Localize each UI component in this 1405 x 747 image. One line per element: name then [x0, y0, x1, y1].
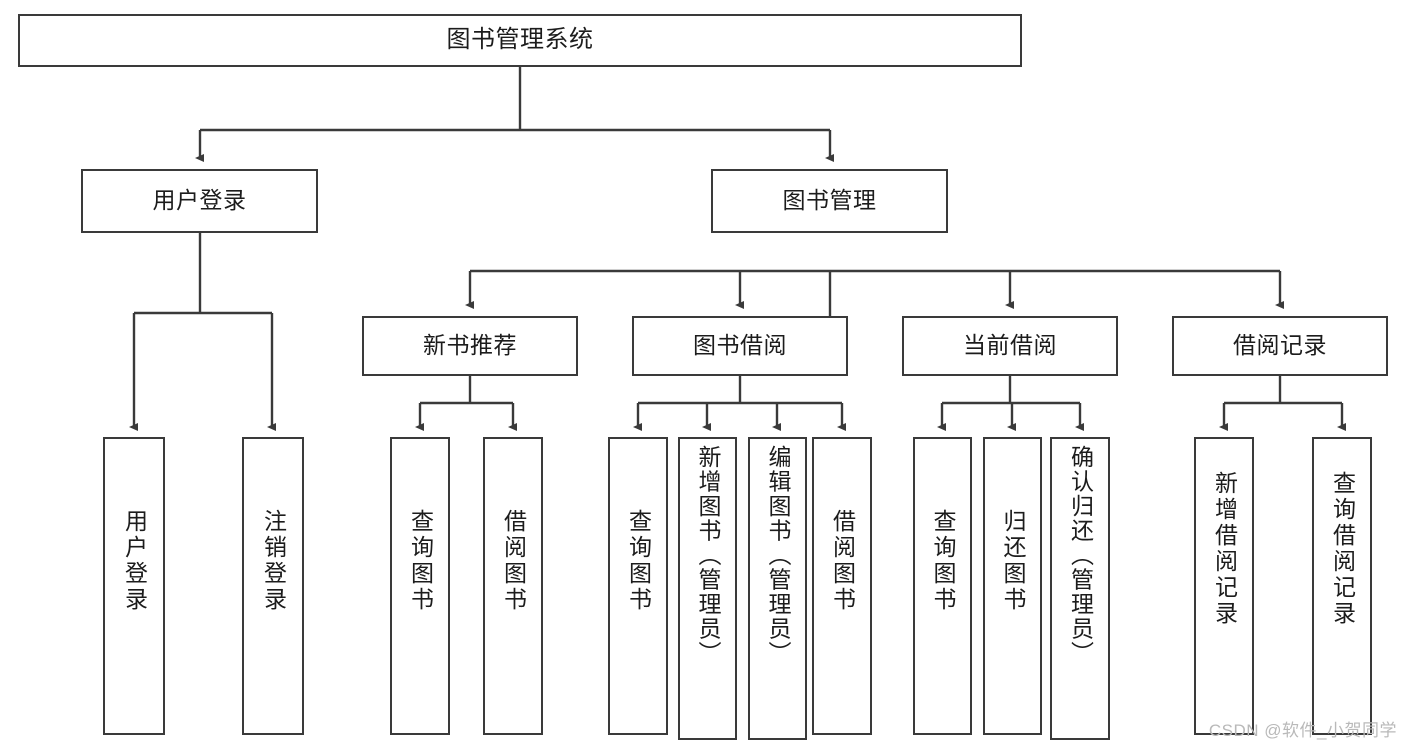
node-leaf-add-record[interactable]: 新增借阅记录 — [1194, 437, 1254, 735]
node-leaf-return-book-label: 归还图书 — [1000, 509, 1026, 613]
node-leaf-query-book-3[interactable]: 查询图书 — [913, 437, 972, 735]
node-leaf-query-record-label: 查询借阅记录 — [1329, 471, 1356, 627]
node-book-borrow[interactable]: 图书借阅 — [632, 316, 848, 376]
node-book-manage-label: 图书管理 — [782, 187, 877, 214]
node-book-borrow-label: 图书借阅 — [693, 332, 787, 359]
node-leaf-query-book-2[interactable]: 查询图书 — [608, 437, 668, 735]
node-leaf-borrow-book-2-label: 借阅图书 — [829, 509, 856, 613]
node-borrow-record[interactable]: 借阅记录 — [1172, 316, 1388, 376]
node-leaf-add-book[interactable]: 新增图书（管理员） — [678, 437, 737, 740]
node-leaf-borrow-book-1[interactable]: 借阅图书 — [483, 437, 543, 735]
node-leaf-query-record[interactable]: 查询借阅记录 — [1312, 437, 1372, 735]
node-leaf-edit-book[interactable]: 编辑图书（管理员） — [748, 437, 807, 740]
node-new-book-recommend-label: 新书推荐 — [423, 332, 517, 359]
node-current-borrow-label: 当前借阅 — [963, 332, 1057, 359]
node-leaf-borrow-book-2[interactable]: 借阅图书 — [812, 437, 872, 735]
node-user-login[interactable]: 用户登录 — [81, 169, 318, 233]
node-leaf-edit-book-label: 编辑图书（管理员） — [765, 445, 791, 666]
node-leaf-user-login-label: 用户登录 — [121, 509, 148, 613]
node-leaf-user-login[interactable]: 用户登录 — [103, 437, 165, 735]
node-leaf-query-book-1[interactable]: 查询图书 — [390, 437, 450, 735]
node-leaf-query-book-1-label: 查询图书 — [407, 509, 434, 613]
node-leaf-logout-label: 注销登录 — [260, 509, 287, 613]
node-user-login-label: 用户登录 — [152, 187, 247, 214]
node-leaf-borrow-book-1-label: 借阅图书 — [500, 509, 527, 613]
watermark: CSDN @软件_小贺同学 — [1208, 721, 1397, 740]
node-leaf-logout[interactable]: 注销登录 — [242, 437, 304, 735]
node-root-label: 图书管理系统 — [446, 26, 594, 54]
node-current-borrow[interactable]: 当前借阅 — [902, 316, 1118, 376]
node-leaf-query-book-2-label: 查询图书 — [625, 509, 652, 613]
node-leaf-return-book[interactable]: 归还图书 — [983, 437, 1042, 735]
node-leaf-confirm-return[interactable]: 确认归还（管理员） — [1050, 437, 1110, 740]
node-new-book-recommend[interactable]: 新书推荐 — [362, 316, 578, 376]
node-root[interactable]: 图书管理系统 — [18, 14, 1022, 67]
node-leaf-add-book-label: 新增图书（管理员） — [695, 445, 721, 666]
node-borrow-record-label: 借阅记录 — [1233, 332, 1327, 359]
node-book-manage[interactable]: 图书管理 — [711, 169, 948, 233]
node-leaf-confirm-return-label: 确认归还（管理员） — [1067, 445, 1094, 666]
node-leaf-query-book-3-label: 查询图书 — [930, 509, 956, 613]
node-leaf-add-record-label: 新增借阅记录 — [1211, 471, 1238, 627]
